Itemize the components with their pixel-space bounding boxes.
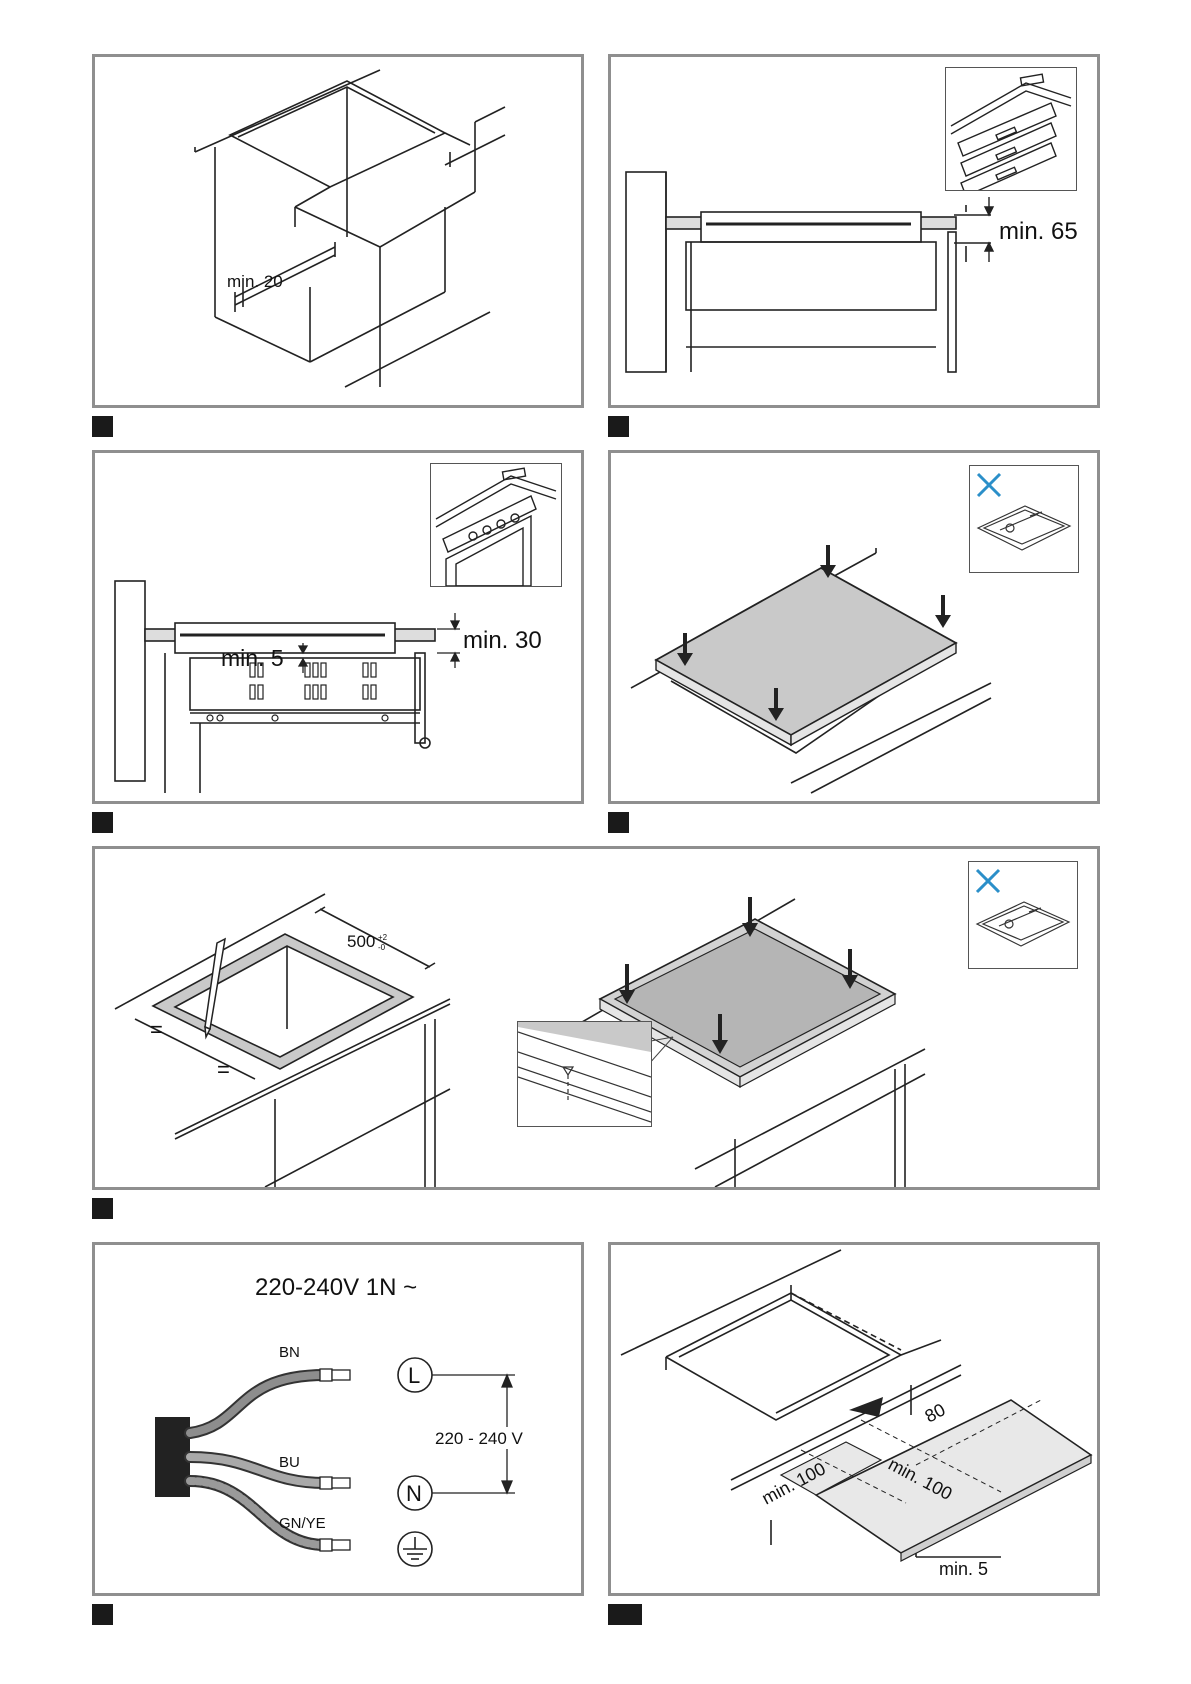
- label-tol-minus: -0: [378, 943, 386, 952]
- drawer-inset: [945, 67, 1077, 191]
- label-tol-plus: +2: [378, 933, 388, 942]
- oven-inset-drawing: [431, 464, 561, 586]
- figure-7-marker: [608, 1604, 642, 1625]
- cutout-and-mounting-drawing: 500 +2 -0 = =: [95, 849, 1097, 1187]
- figure-4-marker: [608, 812, 629, 833]
- figure-4-panel: [608, 450, 1100, 804]
- label-500: 500: [347, 932, 375, 951]
- label-gnye: GN/YE: [279, 1515, 326, 1532]
- label-bn: BN: [279, 1344, 300, 1361]
- forbidden-x-icon-2: [977, 870, 999, 892]
- label-equal-a: =: [150, 1017, 163, 1042]
- edge-detail-inset: [517, 1021, 652, 1127]
- label-80: 80: [921, 1399, 948, 1426]
- forbidden-inset-drawing: [970, 466, 1078, 572]
- terminal-n-icon: N: [398, 1476, 432, 1510]
- cabinet-cutout-drawing: min. 20: [95, 57, 581, 405]
- forbidden-inset-2: [968, 861, 1078, 969]
- terminal-l-icon: L: [398, 1358, 432, 1392]
- label-equal-b: =: [217, 1057, 230, 1082]
- forbidden-inset-2-drawing: [969, 862, 1077, 968]
- oven-inset: [430, 463, 562, 587]
- figure-1-marker: [92, 416, 113, 437]
- label-min-20: min. 20: [227, 272, 283, 291]
- label-min-30: min. 30: [463, 627, 542, 654]
- figure-7-panel: min. 100 min. 100 80 min. 5: [608, 1242, 1100, 1596]
- figure-5-marker: [92, 1198, 113, 1219]
- voltage-title: 220-240V 1N ~: [255, 1274, 417, 1301]
- label-min-5-b: min. 5: [939, 1559, 988, 1579]
- wiring-diagram: 220-240V 1N ~ BN BU GN/YE L N: [95, 1245, 581, 1593]
- figure-2-marker: [608, 416, 629, 437]
- figure-1-panel: min. 20: [92, 54, 584, 408]
- forbidden-inset: [969, 465, 1079, 573]
- drawer-inset-drawing: [946, 68, 1076, 190]
- figure-3-marker: [92, 812, 113, 833]
- figure-6-panel: 220-240V 1N ~ BN BU GN/YE L N: [92, 1242, 584, 1596]
- label-min-5: min. 5: [221, 645, 284, 671]
- clearance-drawing: min. 100 min. 100 80 min. 5: [611, 1245, 1097, 1593]
- figure-5-panel: 500 +2 -0 = =: [92, 846, 1100, 1190]
- edge-detail-drawing: [518, 1022, 651, 1126]
- ground-icon: [398, 1532, 432, 1566]
- figure-3-panel: min. 5 min. 30: [92, 450, 584, 804]
- figure-6-marker: [92, 1604, 113, 1625]
- label-range: 220 - 240 V: [435, 1429, 524, 1448]
- svg-text:N: N: [406, 1481, 422, 1506]
- figure-2-panel: min. 65: [608, 54, 1100, 408]
- forbidden-x-icon: [978, 474, 1000, 496]
- svg-text:L: L: [408, 1363, 420, 1388]
- label-min-65: min. 65: [999, 218, 1078, 245]
- label-bu: BU: [279, 1454, 300, 1471]
